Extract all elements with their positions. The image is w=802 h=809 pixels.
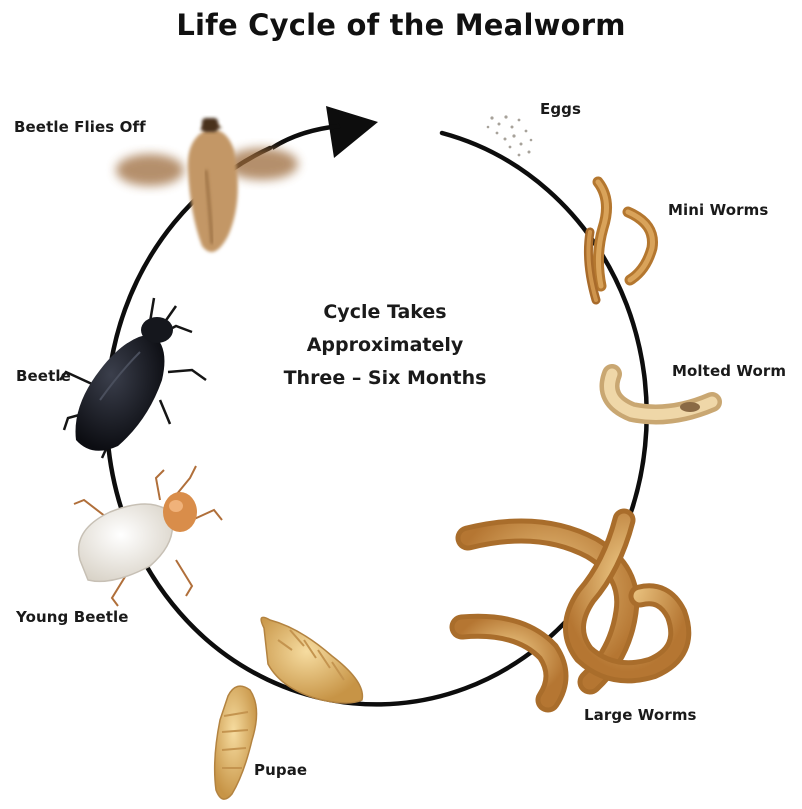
label-molted-worm: Molted Worm [672,362,786,380]
label-pupae: Pupae [254,761,307,779]
molted-worm-illustration [610,374,713,414]
eggs-illustration [487,115,533,156]
young-beetle-illustration [74,466,222,606]
cycle-duration-line-3: Three – Six Months [275,362,495,395]
cycle-duration-line-1: Cycle Takes [275,296,495,329]
cycle-duration-line-2: Approximately [275,329,495,362]
label-beetle-flies-off: Beetle Flies Off [14,118,146,136]
label-large-worms: Large Worms [584,706,697,724]
flying-beetle-illustration [116,118,298,252]
mini-worms-illustration [588,182,652,300]
beetle-illustration [60,298,206,458]
label-young-beetle: Young Beetle [16,608,129,626]
cycle-duration-text: Cycle Takes Approximately Three – Six Mo… [275,296,495,395]
cycle-arrow-tail [272,126,340,148]
label-mini-worms: Mini Worms [668,201,768,219]
label-beetle: Beetle [16,367,71,385]
cycle-arrow-head [326,106,378,158]
label-eggs: Eggs [540,100,581,118]
